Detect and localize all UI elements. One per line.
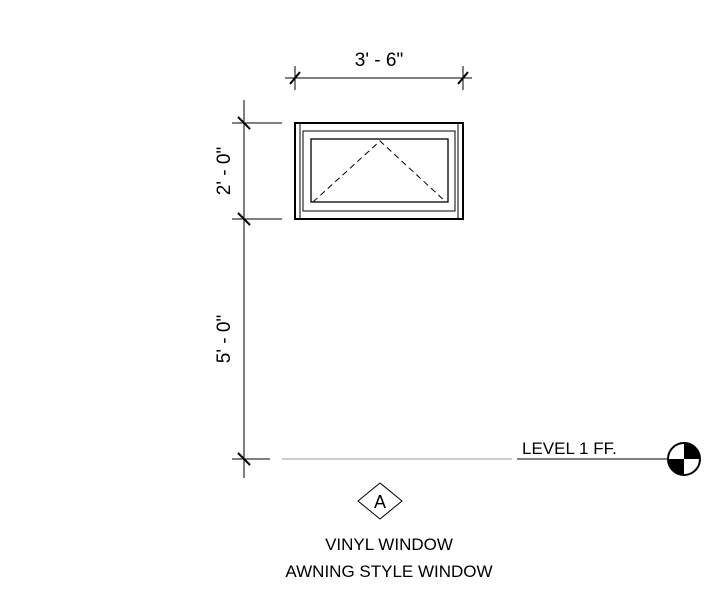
width-tick-left <box>289 71 301 85</box>
width-tick-right <box>457 71 469 85</box>
head-height-dimension-text: 2' - 0" <box>214 147 235 195</box>
window-elevation <box>294 122 464 220</box>
window-tag-diamond <box>357 482 403 520</box>
width-dimension-text: 3' - 6" <box>355 50 403 71</box>
window-frame-inner <box>302 130 456 212</box>
window-tag: A <box>357 482 403 520</box>
window-sash <box>310 138 449 203</box>
level-label: LEVEL 1 FF. <box>522 439 617 458</box>
vertical-dimension <box>232 100 282 478</box>
tick-sill <box>237 212 251 226</box>
level-datum-icon <box>667 442 701 476</box>
window-tag-letter: A <box>374 492 386 512</box>
window-type-name: VINYL WINDOW <box>325 535 453 554</box>
awning-swing-indicator <box>312 140 447 203</box>
width-dimension <box>285 66 472 90</box>
tick-head <box>237 116 251 130</box>
window-type-description: AWNING STYLE WINDOW <box>285 562 492 581</box>
window-frame-outer <box>294 122 464 220</box>
tick-floor <box>237 452 251 466</box>
sill-height-dimension-text: 5' - 0" <box>214 315 235 363</box>
